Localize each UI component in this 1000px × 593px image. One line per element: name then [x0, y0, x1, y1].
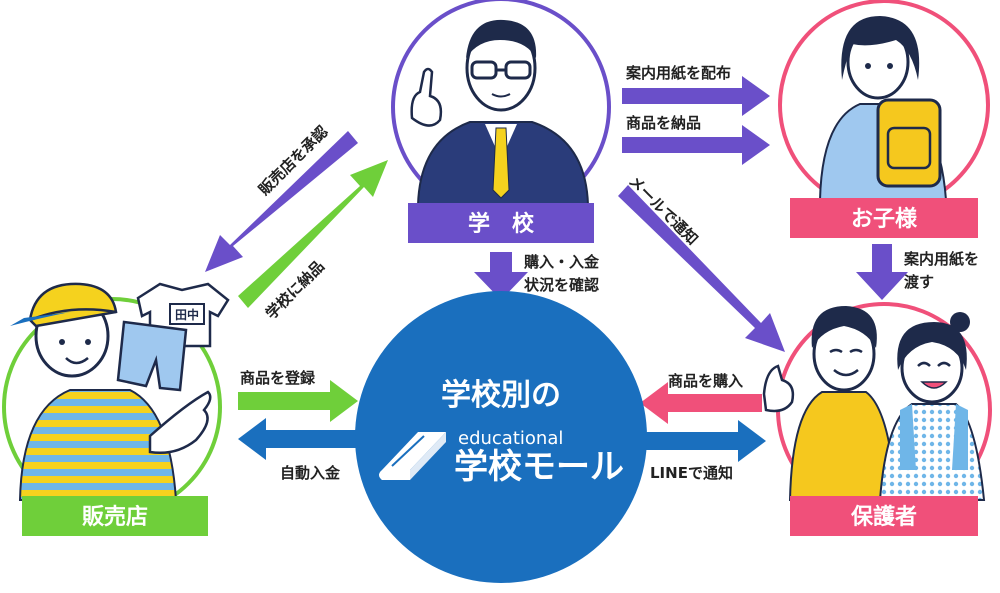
school-label: 学 校: [468, 211, 535, 237]
label-child-to-parent-2: 渡す: [904, 273, 934, 291]
parent-label-box: [790, 496, 978, 536]
arrow-school-delivery: [238, 160, 388, 308]
label-distribute-guide: 案内用紙を配布: [625, 64, 731, 82]
arrow-line-notify: [646, 420, 766, 462]
arrow-purchase: [640, 382, 762, 424]
shop-label-box: [22, 496, 208, 536]
parent-label: 保護者: [850, 504, 917, 530]
mall-node: 学校別の educational 学校モール: [355, 291, 647, 583]
gym-shorts-illustration: [116, 320, 188, 392]
shop-node: 田中: [2, 282, 230, 517]
mall-name: 学校モール: [454, 447, 624, 487]
child-node: [778, 0, 990, 211]
label-check-line1: 購入・入金: [523, 253, 600, 271]
parent-node: [762, 302, 992, 518]
label-child-to-parent-1: 案内用紙を: [903, 250, 979, 268]
arrow-register: [238, 380, 358, 422]
child-label: お子様: [851, 206, 918, 232]
label-purchase: 商品を購入: [668, 372, 743, 390]
arrow-school-to-child-2: [622, 125, 770, 165]
shop-label: 販売店: [82, 504, 148, 530]
arrow-school-to-child-1: [622, 76, 770, 116]
child-label-box: [790, 198, 978, 238]
school-label-box: [408, 203, 594, 243]
label-check-line2: 状況を確認: [524, 276, 599, 294]
mall-subtitle: educational: [458, 428, 563, 449]
shirt-name-tag: 田中: [175, 307, 199, 322]
arrow-child-to-parent: [856, 244, 908, 300]
arrow-mail-notify: [618, 185, 785, 352]
label-line-notify: LINEで通知: [650, 464, 733, 482]
mall-title: 学校別の: [441, 378, 561, 413]
backpack-illustration: [876, 98, 942, 188]
school-node: [391, 0, 611, 217]
book-icon: [379, 432, 446, 480]
arrow-shop-approve: [205, 131, 358, 272]
arrow-check-status: [474, 252, 528, 300]
label-deposit: 自動入金: [280, 464, 341, 482]
shop-clerk-illustration: [18, 389, 178, 501]
label-deliver-goods: 商品を納品: [626, 114, 701, 132]
label-register: 商品を登録: [240, 369, 316, 387]
arrow-deposit: [238, 418, 358, 460]
